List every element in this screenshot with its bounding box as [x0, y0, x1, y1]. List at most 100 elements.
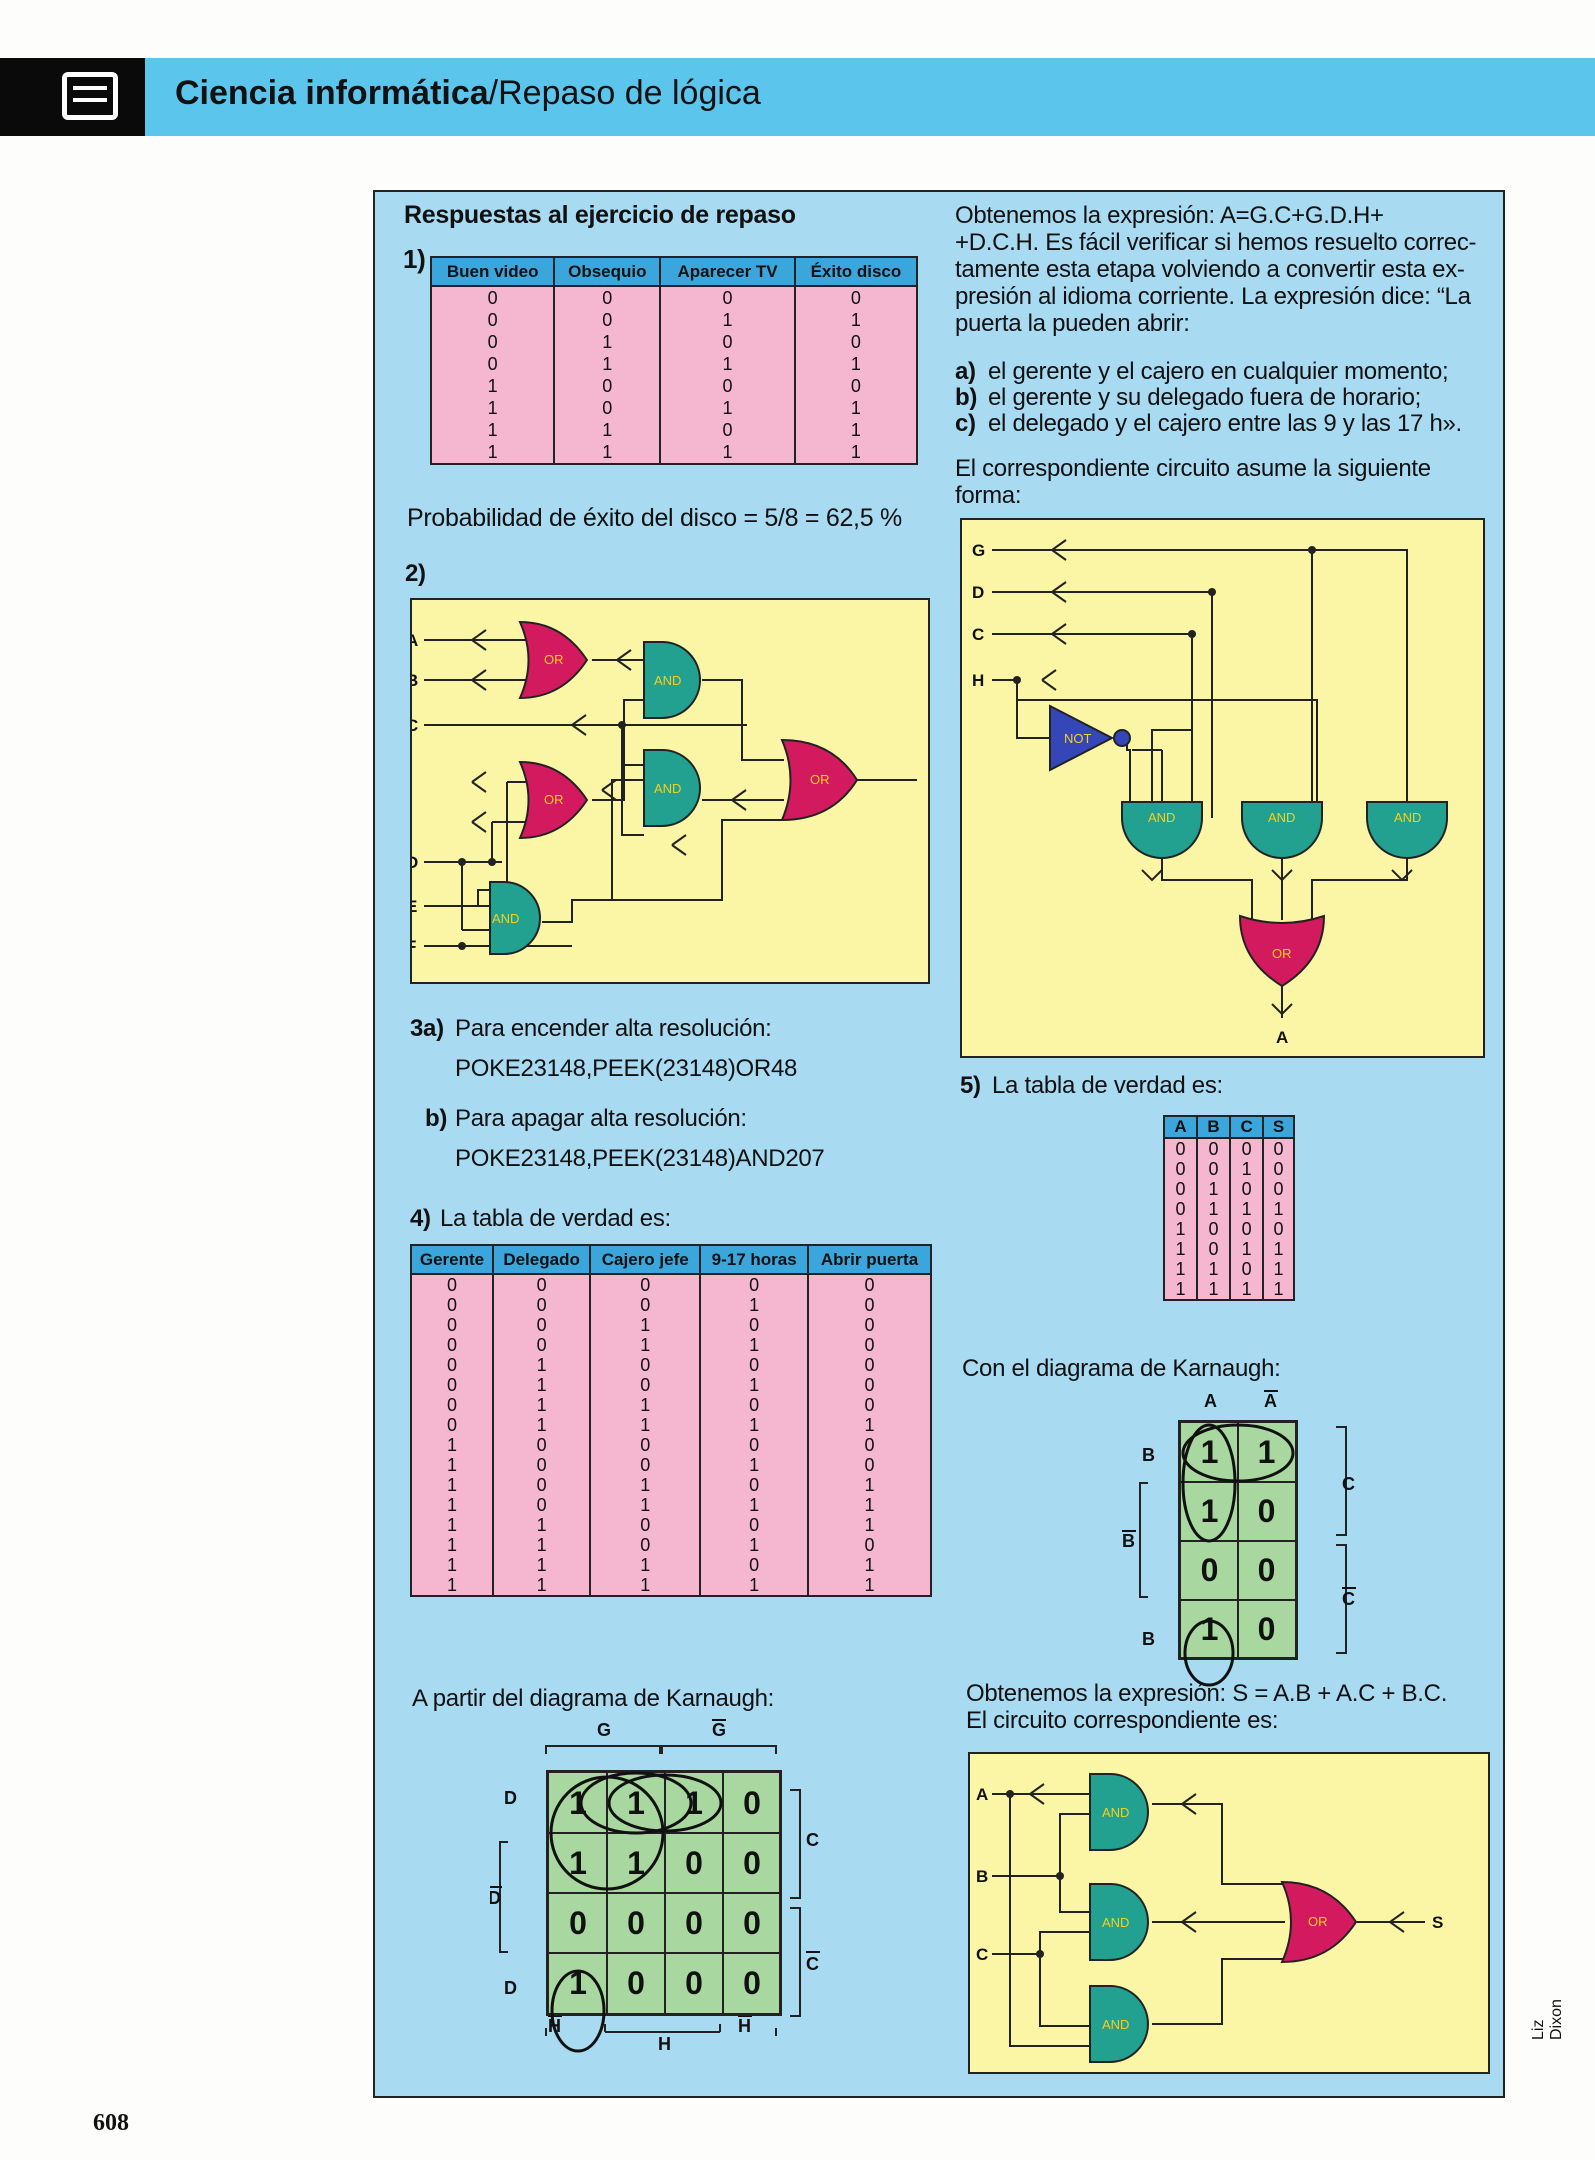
table-cell: 1	[553, 353, 662, 375]
table-cell: 0	[589, 1355, 702, 1375]
karnaugh-cell: 1	[1200, 1611, 1219, 1647]
table-cell: 0	[491, 1274, 592, 1295]
karnaugh-cell: 1	[1257, 1434, 1276, 1470]
table-cell: 1	[659, 441, 796, 465]
table-cell: 1	[699, 1295, 810, 1315]
table-cell: 1	[1262, 1199, 1295, 1219]
table-cell: 0	[589, 1274, 702, 1295]
table4-header: Gerente	[410, 1244, 494, 1275]
table-cell: 1	[1262, 1239, 1295, 1259]
table-cell: 1	[1162, 1259, 1199, 1279]
table-cell: 1	[491, 1515, 592, 1535]
list-item-text: el gerente y su delegado fuera de horari…	[988, 384, 1422, 411]
svg-text:C: C	[972, 625, 984, 644]
karnaugh-cell: 0	[1257, 1552, 1276, 1588]
table-cell: 0	[699, 1555, 810, 1575]
table-cell: 0	[410, 1274, 494, 1295]
table-cell: 1	[699, 1335, 810, 1355]
table-cell: 0	[429, 309, 556, 331]
table-cell: 0	[699, 1274, 810, 1295]
table-cell: 0	[659, 419, 796, 441]
table-cell: 0	[491, 1335, 592, 1355]
question-2-number: 2)	[405, 560, 426, 587]
table-cell: 1	[491, 1575, 592, 1597]
table-cell: 0	[699, 1355, 810, 1375]
table-cell: 0	[1162, 1159, 1199, 1179]
table-cell: 1	[410, 1535, 494, 1555]
table5-header: S	[1262, 1115, 1295, 1139]
table-cell: 0	[1229, 1219, 1265, 1239]
table-cell: 0	[793, 331, 919, 353]
table-cell: 1	[699, 1415, 810, 1435]
table-cell: 0	[699, 1475, 810, 1495]
table-cell: 1	[699, 1375, 810, 1395]
question-3a-code: POKE23148,PEEK(23148)OR48	[455, 1055, 798, 1082]
svg-text:C: C	[976, 1945, 988, 1964]
table-cell: 1	[589, 1495, 702, 1515]
svg-text:AND: AND	[1102, 1915, 1129, 1930]
table-cell: 1	[807, 1555, 932, 1575]
expression-line: presión al idioma corriente. La expresió…	[955, 283, 1471, 310]
svg-text:AND: AND	[1102, 1805, 1129, 1820]
table-cell: 0	[589, 1435, 702, 1455]
table-cell: 1	[410, 1435, 494, 1455]
table-cell: 1	[1162, 1279, 1199, 1301]
svg-text:OR: OR	[1308, 1914, 1328, 1929]
karnaugh-map-4-labels: G G C C D D D H H H	[490, 1719, 820, 2052]
table-cell: 0	[659, 286, 796, 309]
table-cell: 0	[589, 1515, 702, 1535]
table-cell: 1	[429, 441, 556, 465]
table-cell: 1	[589, 1415, 702, 1435]
table-cell: 1	[429, 397, 556, 419]
table-cell: 1	[699, 1455, 810, 1475]
svg-text:C: C	[412, 716, 418, 735]
karnaugh-cell: 1	[569, 1845, 587, 1881]
expression-line: Obtenemos la expresión: A=G.C+G.D.H+	[955, 202, 1384, 229]
svg-text:B: B	[1142, 1629, 1155, 1649]
svg-text:C: C	[806, 1830, 819, 1850]
table-cell: 0	[807, 1435, 932, 1455]
table-cell: 0	[410, 1355, 494, 1375]
karnaugh-cell: 0	[743, 1845, 761, 1881]
table-cell: 0	[1229, 1138, 1265, 1159]
svg-text:D: D	[504, 1978, 517, 1998]
table-cell: 0	[699, 1315, 810, 1335]
question-5-text: La tabla de verdad es:	[992, 1072, 1223, 1099]
table4-header: Abrir puerta	[807, 1244, 932, 1275]
karnaugh-cell: 0	[627, 1965, 645, 2001]
table-cell: 0	[1196, 1159, 1232, 1179]
table-cell: 1	[659, 353, 796, 375]
svg-text:G: G	[597, 1720, 611, 1740]
table-cell: 0	[429, 286, 556, 309]
svg-text:D: D	[504, 1788, 517, 1808]
svg-text:AND: AND	[492, 911, 519, 926]
table-cell: 0	[807, 1295, 932, 1315]
karnaugh-cell: 1	[627, 1785, 645, 1821]
table-cell: 1	[553, 441, 662, 465]
table-cell: 0	[659, 331, 796, 353]
table-cell: 0	[807, 1355, 932, 1375]
table-cell: 0	[410, 1295, 494, 1315]
table-cell: 0	[1229, 1259, 1265, 1279]
karnaugh-intro-right: Con el diagrama de Karnaugh:	[962, 1355, 1281, 1382]
karnaugh-cell: 0	[743, 1965, 761, 2001]
table-cell: 0	[1196, 1138, 1232, 1159]
svg-text:H: H	[972, 671, 984, 690]
svg-text:AND: AND	[1148, 810, 1175, 825]
question-1-number: 1)	[403, 244, 426, 274]
circuit-intro-line: forma:	[955, 482, 1022, 509]
table-cell: 1	[1196, 1179, 1232, 1199]
table-cell: 0	[1262, 1159, 1295, 1179]
